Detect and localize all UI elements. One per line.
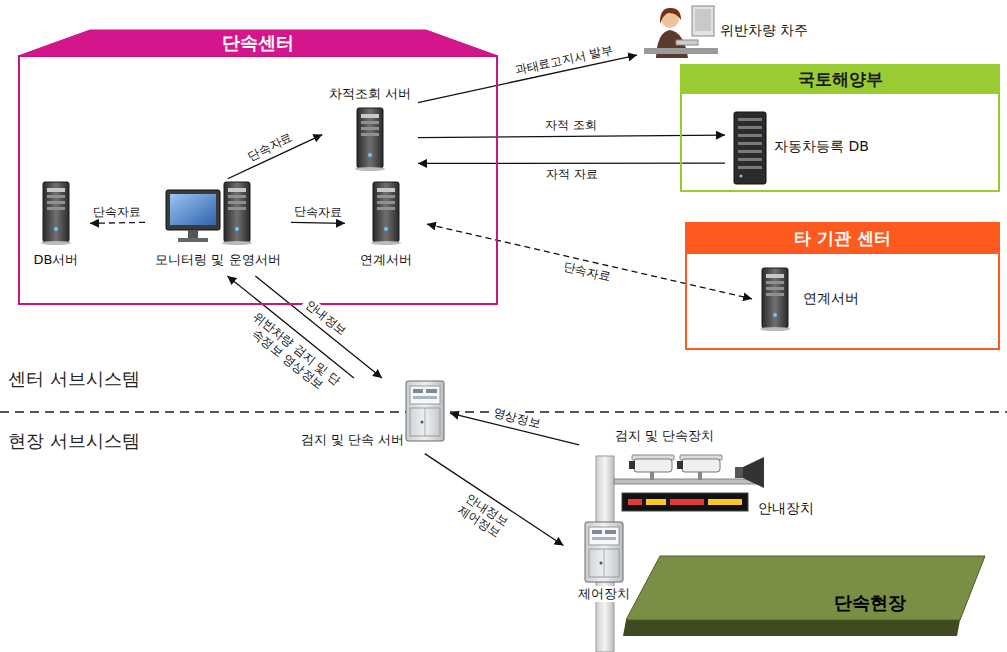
pole-arm: [614, 479, 760, 484]
control-cabinet: [585, 522, 623, 582]
flow-label: 영상정보: [489, 405, 545, 432]
server-icon: [41, 182, 71, 245]
camera: [629, 455, 674, 480]
center-region: 단속센터차적조회 서버 DB서버 모니터링 및 운영서버 연계서버: [18, 30, 498, 305]
enforcement-site-text: 단속현장: [810, 592, 930, 615]
flow-label: 안내정보: [300, 296, 351, 341]
control-unit: 제어장치: [566, 522, 642, 606]
flow-label: 자적 조회: [542, 118, 600, 133]
ministry-panel-text: 국토해양부: [680, 69, 1000, 90]
center-region-text: 단속센터: [18, 32, 498, 55]
flow-label: 단속자료: [559, 259, 615, 285]
flow-arrow: [418, 135, 725, 137]
detection-server-text: 검지 및 단속 서버: [282, 432, 404, 448]
flow-arrow: [425, 454, 564, 546]
pc-icon: [166, 182, 252, 245]
lookup-server: 차적조회 서버: [325, 86, 415, 172]
monitoring-server-text: 모니터링 및 운영서버: [148, 252, 288, 268]
registration-db-text: 자동차등록 DB: [774, 138, 890, 156]
camera-device-text: 검지 및 단속장치: [615, 428, 745, 444]
speaker: [735, 457, 764, 488]
flow-label: 단속자료: [291, 204, 345, 219]
detection-server: 검지 및 단속 서버: [282, 380, 447, 452]
flow-label: 안내정보 제어정보: [448, 486, 519, 546]
lookup-server-text: 차적조회 서버: [325, 86, 415, 102]
flow-arrow: [418, 163, 725, 164]
vehicle-owner: 위반차량 차주: [640, 4, 830, 60]
person-icon: [644, 6, 718, 58]
detection-server-cabinet: [406, 381, 444, 441]
link-server-text: 연계서버: [348, 252, 424, 268]
subsystem-label: 센터 서브시스템: [8, 368, 140, 390]
flow-label: 과태료고지서 발부: [511, 41, 617, 77]
camera: [677, 455, 722, 480]
db-server: DB서버: [25, 182, 87, 274]
flow-label: 자적 자료: [543, 167, 601, 181]
camera-device: 검지 및 단속장치: [582, 428, 782, 478]
flow-arrow: [90, 222, 145, 224]
control-unit-text: 제어장치: [566, 586, 642, 602]
flow-arrow: [291, 222, 345, 224]
link-server: 연계서버: [348, 182, 424, 274]
server-icon: [355, 108, 385, 171]
enforcement-site: 단속현장: [620, 556, 985, 638]
flow-label: 단속자료: [243, 129, 298, 165]
agency-panel: 타 기관 센터연계서버: [685, 222, 1000, 350]
registration-db: 자동차등록 DB: [728, 110, 893, 186]
server-icon: [760, 268, 790, 331]
link-server-text: 연계서버: [803, 290, 873, 308]
guide-sign: [622, 493, 748, 511]
vehicle-owner-text: 위반차량 차주: [720, 22, 826, 40]
monitoring-server: 모니터링 및 운영서버: [148, 180, 288, 274]
server-icon: [371, 182, 401, 245]
part-label: 안내장치: [758, 500, 814, 517]
database-rack: [734, 112, 766, 184]
db-server-text: DB서버: [25, 252, 87, 268]
subsystem-label: 현장 서브시스템: [8, 430, 140, 452]
ministry-panel: 국토해양부자동차등록 DB: [680, 64, 1000, 192]
agency-panel-text: 타 기관 센터: [685, 228, 1000, 249]
enforcement-site-outline: [620, 556, 985, 638]
link-server: 연계서버: [755, 262, 875, 337]
flow-label: 단속자료: [90, 204, 144, 219]
